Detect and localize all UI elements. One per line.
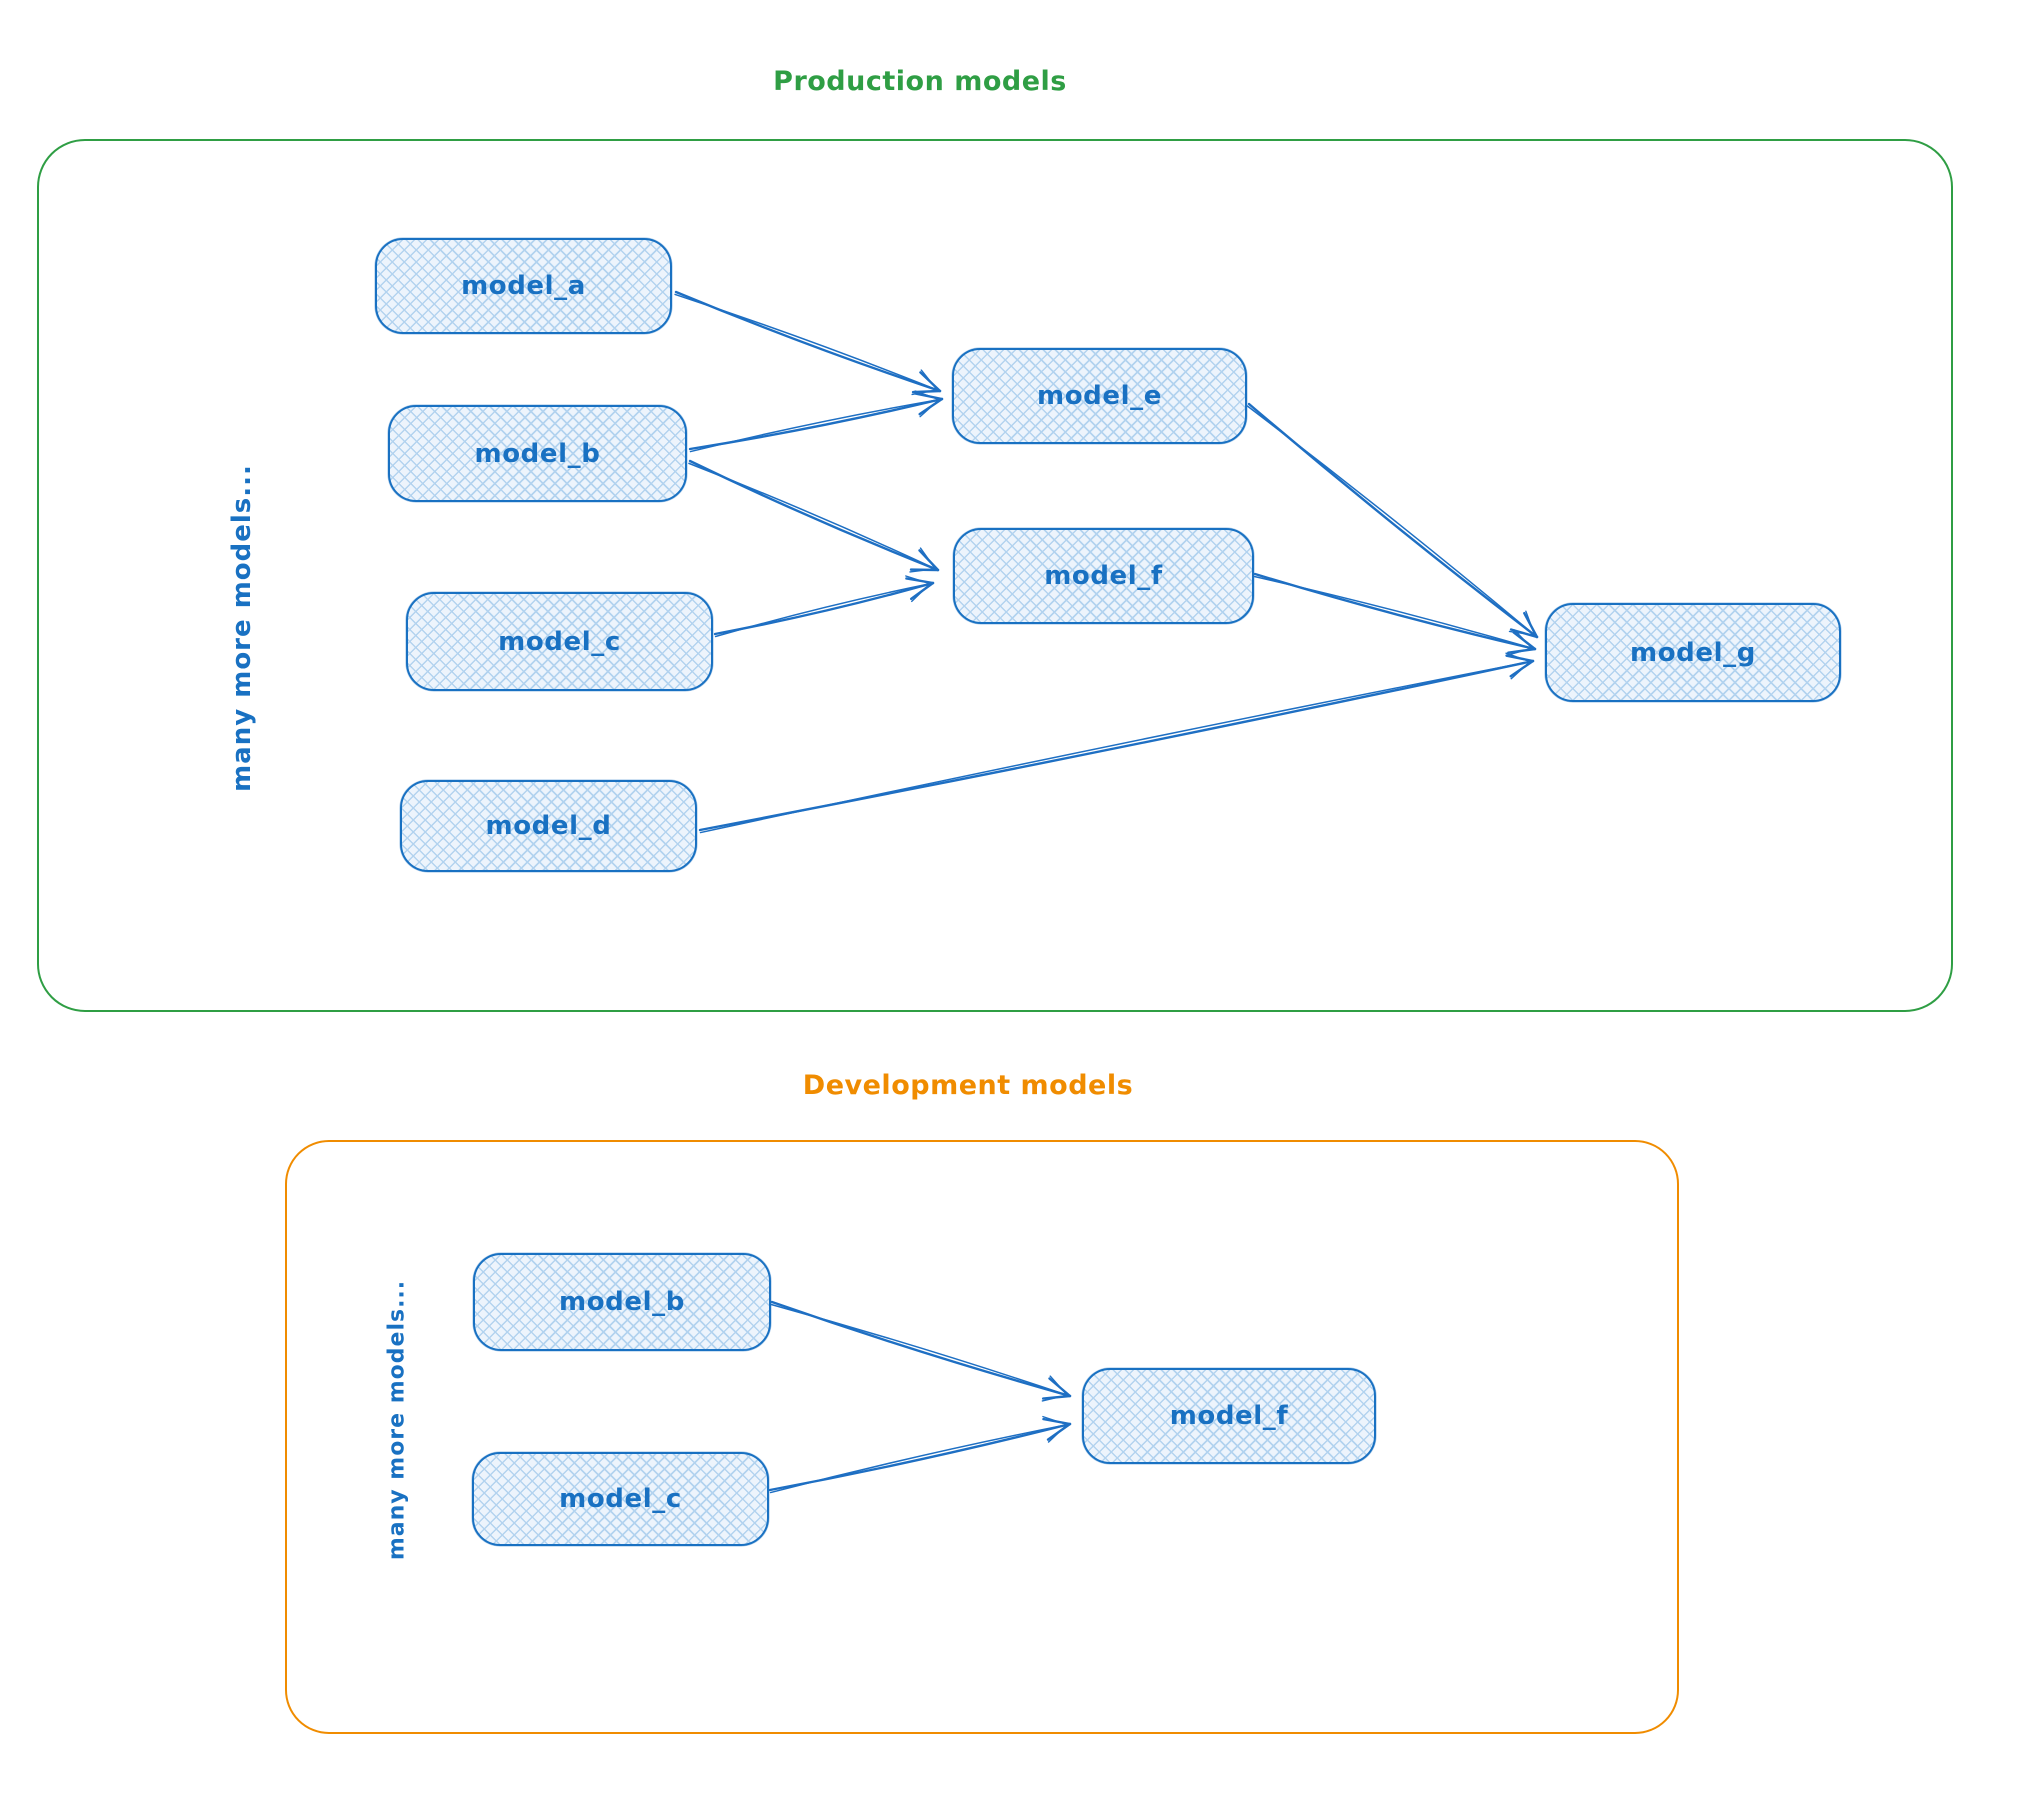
- node-label: model_b: [474, 438, 601, 469]
- node-label: model_d: [485, 811, 612, 841]
- arrow-production-model_b-to-model_f: [688, 459, 940, 573]
- node-label: model_b: [559, 1287, 685, 1317]
- arrow-development-model_b-to-model_f: [770, 1300, 1072, 1402]
- node-label: model_c: [498, 626, 621, 657]
- node-production-model_f[interactable]: model_f: [953, 528, 1254, 624]
- arrow-production-model_c-to-model_f: [713, 575, 935, 638]
- node-label: model_e: [1037, 381, 1162, 411]
- node-production-model_d[interactable]: model_d: [400, 780, 697, 872]
- node-production-model_e[interactable]: model_e: [952, 348, 1247, 444]
- node-label: model_f: [1169, 1401, 1289, 1431]
- node-production-model_a[interactable]: model_a: [375, 238, 672, 334]
- node-label: model_g: [1630, 637, 1756, 668]
- arrow-production-model_e-to-model_g: [1246, 402, 1539, 639]
- arrow-production-model_f-to-model_g: [1253, 572, 1537, 656]
- node-production-model_g[interactable]: model_g: [1545, 603, 1841, 702]
- production-title: Production models: [773, 66, 1067, 97]
- node-production-model_c[interactable]: model_c: [406, 592, 713, 691]
- production-frame: [37, 139, 1953, 1012]
- arrow-production-model_d-to-model_g: [698, 652, 1535, 834]
- node-development-model_f[interactable]: model_f: [1082, 1368, 1376, 1464]
- development-title: Development models: [802, 1070, 1134, 1101]
- node-production-model_b[interactable]: model_b: [388, 405, 687, 502]
- node-development-model_c[interactable]: model_c: [472, 1452, 769, 1546]
- arrow-production-model_a-to-model_e: [674, 290, 942, 396]
- node-label: model_f: [1044, 561, 1163, 591]
- node-development-model_b[interactable]: model_b: [473, 1253, 771, 1351]
- node-label: model_c: [559, 1484, 682, 1514]
- development-frame: [285, 1140, 1679, 1734]
- arrow-development-model_c-to-model_f: [768, 1415, 1072, 1494]
- node-label: model_a: [461, 271, 586, 301]
- arrow-production-model_b-to-model_e: [688, 390, 944, 453]
